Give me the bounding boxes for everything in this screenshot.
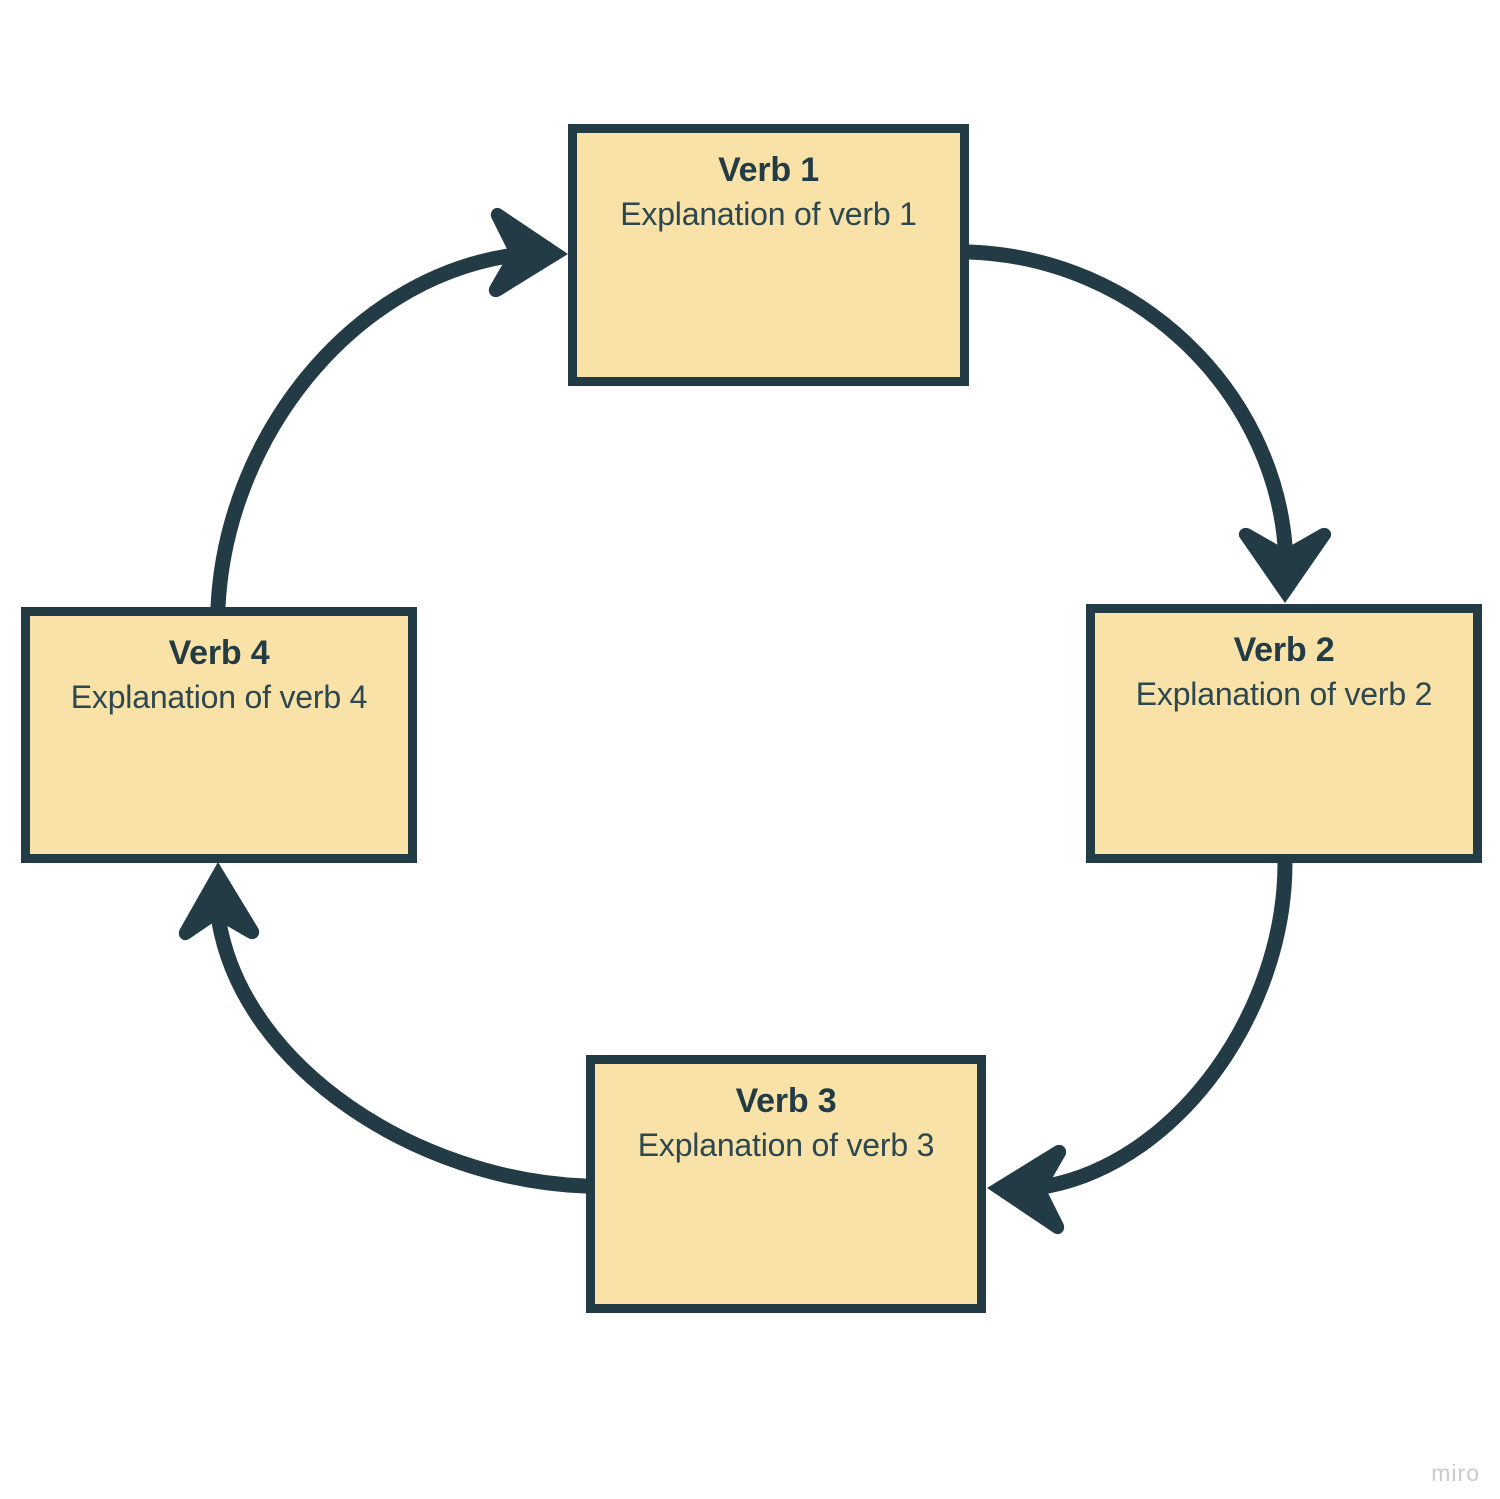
node-verb-1-title: Verb 1 (718, 151, 819, 189)
connector-verb1-to-verb2[interactable] (961, 244, 1332, 603)
node-verb-3[interactable]: Verb 3 Explanation of verb 3 (586, 1055, 986, 1313)
node-verb-2-title: Verb 2 (1233, 631, 1335, 669)
node-verb-3-body: Explanation of verb 3 (637, 1126, 935, 1163)
node-verb-4-body: Explanation of verb 4 (70, 678, 368, 715)
arrowhead-left-icon (987, 1144, 1067, 1235)
node-verb-2-body: Explanation of verb 2 (1135, 675, 1433, 712)
connector-verb3-to-verb4[interactable] (178, 862, 593, 1194)
node-verb-2[interactable]: Verb 2 Explanation of verb 2 (1086, 604, 1482, 863)
node-verb-4[interactable]: Verb 4 Explanation of verb 4 (21, 607, 417, 863)
arrowhead-up-icon (178, 862, 260, 941)
node-verb-1-body: Explanation of verb 1 (620, 195, 917, 232)
miro-watermark: miro (1431, 1460, 1480, 1486)
arrowhead-right-icon (488, 207, 568, 298)
node-verb-1[interactable]: Verb 1 Explanation of verb 1 (568, 124, 969, 386)
node-verb-4-title: Verb 4 (168, 634, 270, 672)
connector-verb4-to-verb1[interactable] (210, 207, 568, 615)
node-verb-3-title: Verb 3 (735, 1082, 837, 1120)
arrowhead-down-icon (1238, 527, 1332, 603)
connector-verb2-to-verb3[interactable] (987, 855, 1293, 1235)
